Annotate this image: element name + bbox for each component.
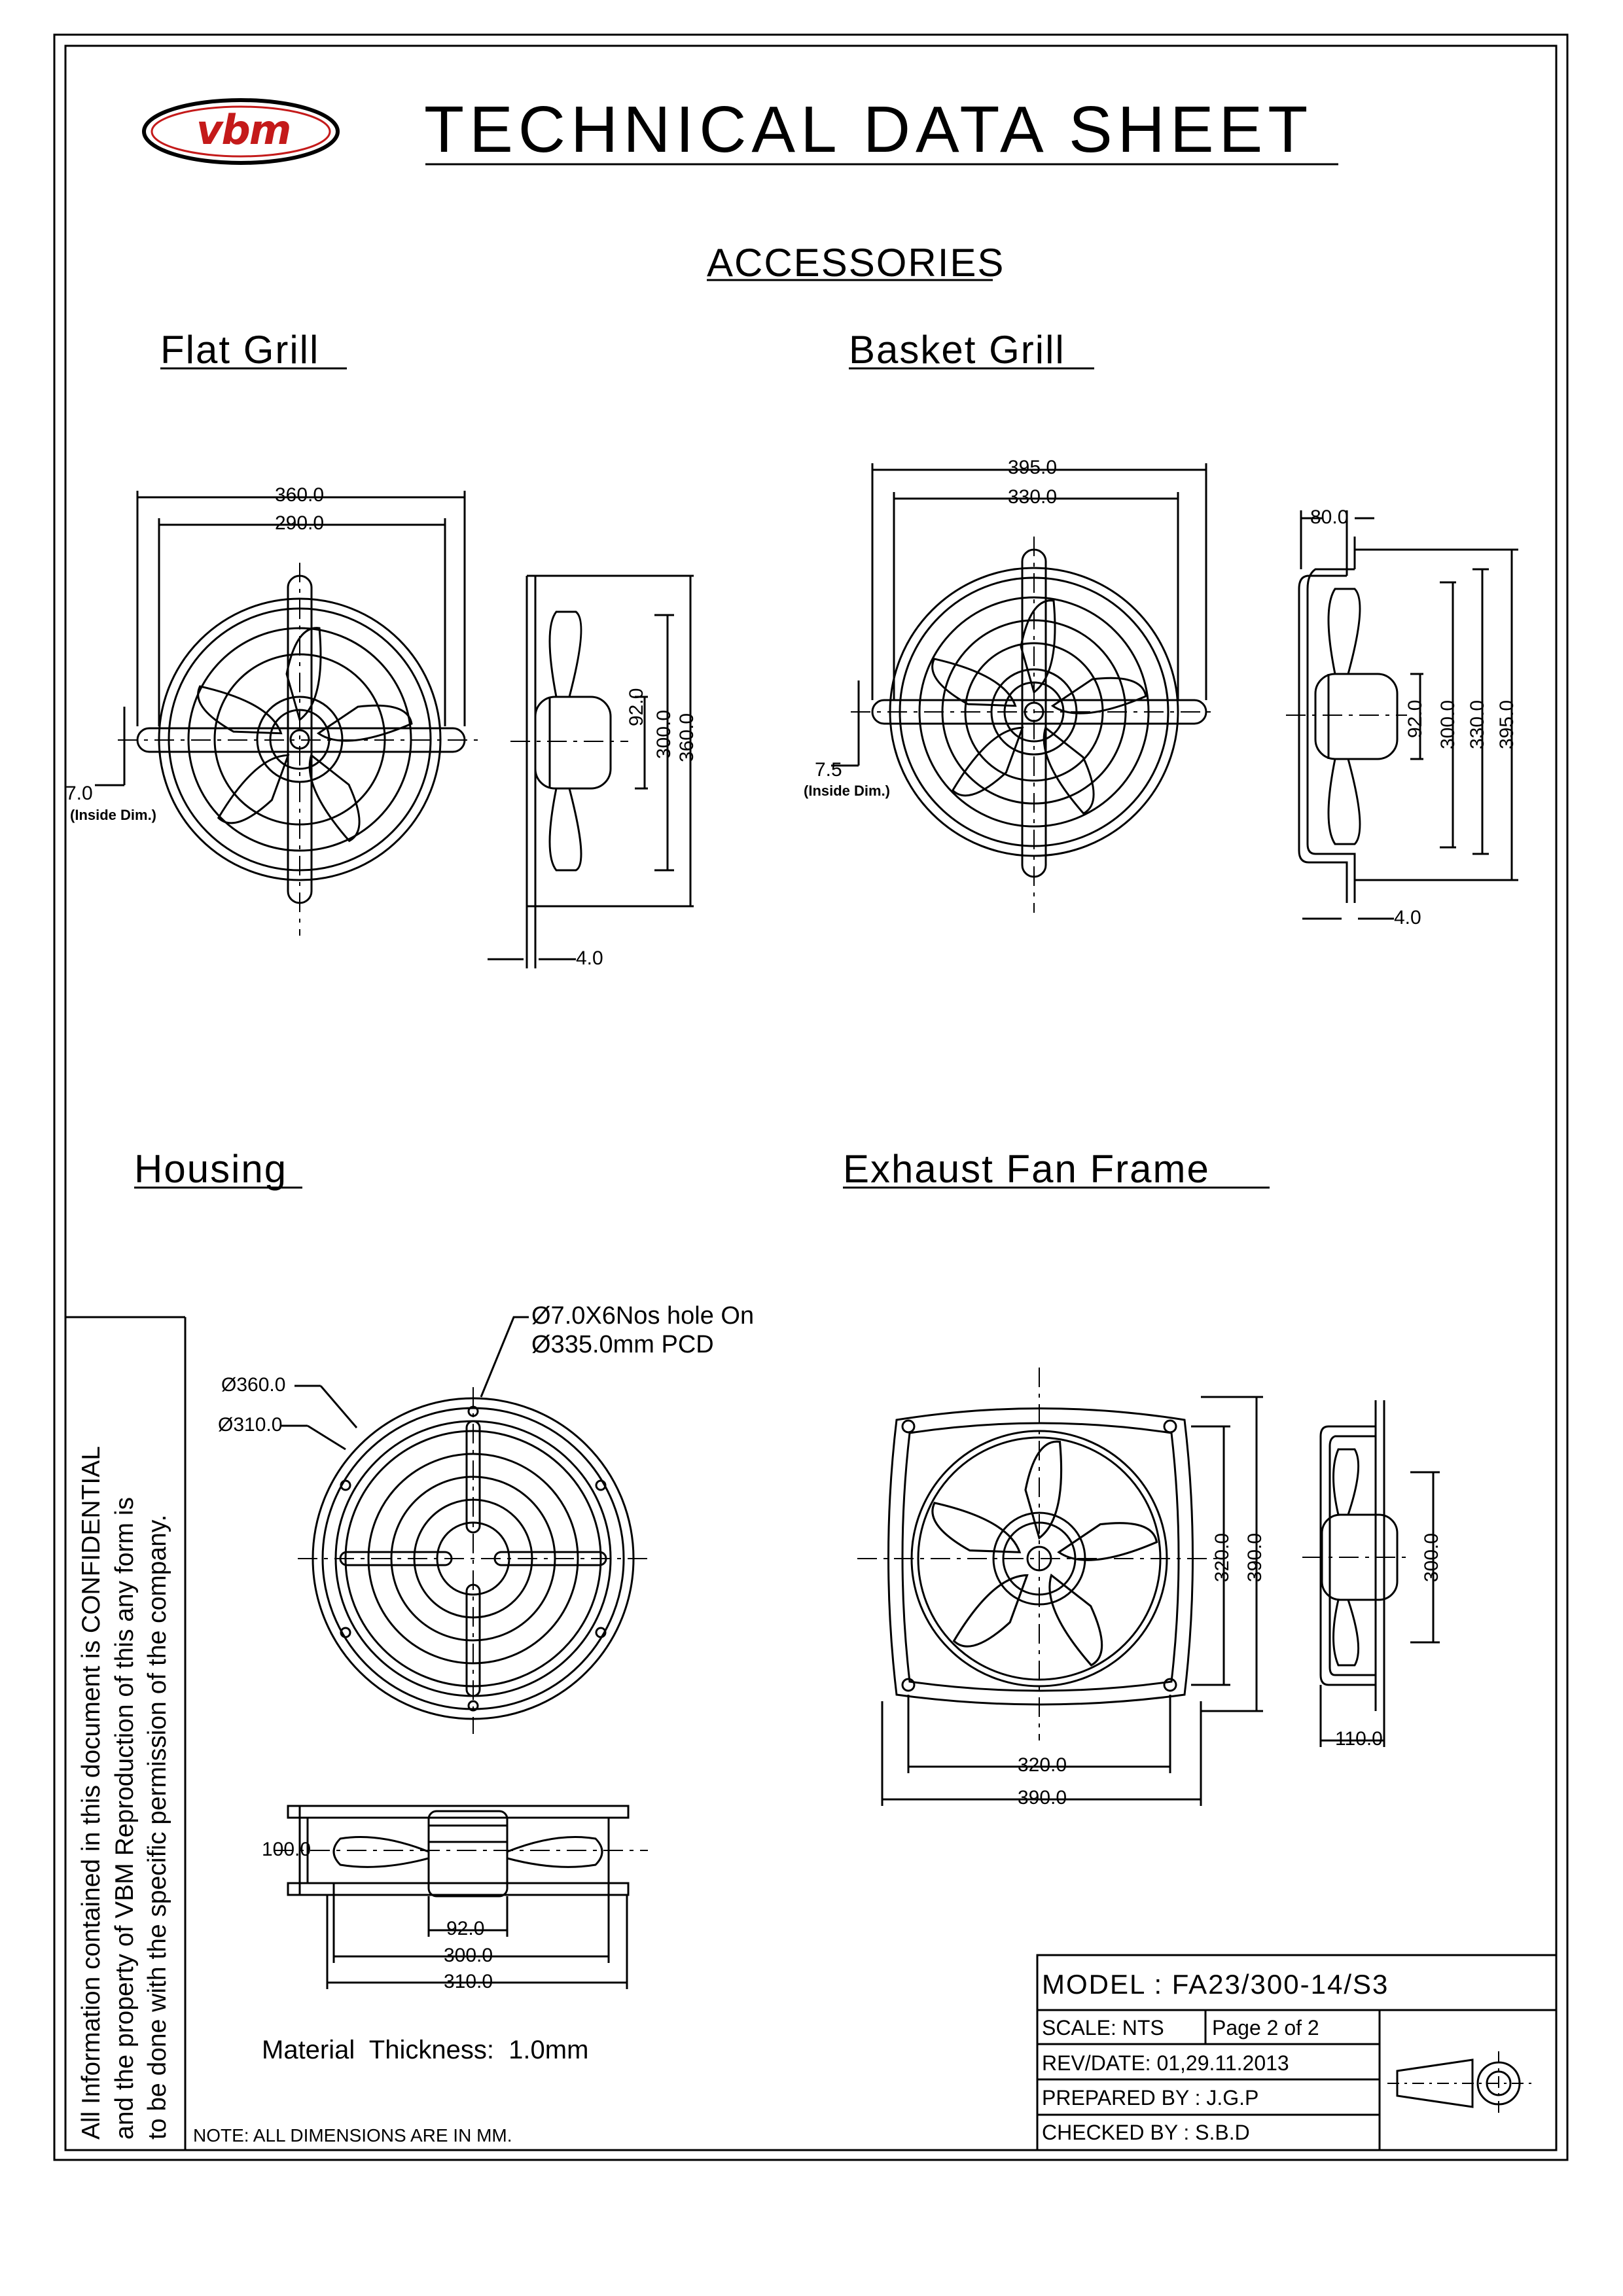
dim-label: 300.0 — [444, 1945, 493, 1966]
logo-oval — [142, 98, 340, 165]
outer-border — [53, 33, 1569, 2161]
page-field: Page 2 of 2 — [1212, 2016, 1319, 2040]
housing-title: Housing — [134, 1147, 288, 1191]
flat-grill-title: Flat Grill — [160, 328, 320, 372]
dim-label: Ø310.0 — [218, 1414, 283, 1436]
dim-label: 4.0 — [1394, 907, 1421, 928]
dim-label: 110.0 — [1335, 1728, 1383, 1750]
exhaust-frame-side-view — [1302, 1400, 1440, 1747]
housing-front-view — [281, 1316, 651, 1734]
material-thickness-note: Material Thickness: 1.0mm — [262, 2036, 589, 2064]
prepared-by-field: PREPARED BY : J.G.P — [1042, 2086, 1259, 2110]
rev-date-field: REV/DATE: 01,29.11.2013 — [1042, 2051, 1289, 2075]
dim-label: 92.0 — [626, 688, 647, 726]
dim-label: 300.0 — [653, 709, 675, 759]
brand-logo: vbm — [196, 106, 291, 154]
dim-note: (Inside Dim.) — [804, 783, 891, 799]
confidential-line: and the property of VBM Reproduction of … — [110, 1497, 139, 2140]
dim-label: 4.0 — [576, 947, 603, 969]
flat-grill-front-view — [95, 491, 484, 936]
basket-grill-side-view — [1286, 510, 1518, 920]
dim-note: (Inside Dim.) — [70, 807, 157, 823]
page-title: TECHNICAL DATA SHEET — [424, 93, 1313, 166]
dim-label: 330.0 — [1008, 486, 1058, 508]
dim-label: 390.0 — [1244, 1532, 1266, 1582]
projection-symbol-icon — [1387, 2051, 1535, 2115]
dim-label: 300.0 — [1421, 1532, 1442, 1582]
dim-label: 320.0 — [1211, 1532, 1233, 1582]
confidential-line: to be done with the specific permission … — [143, 1514, 172, 2140]
dim-label: 360.0 — [275, 484, 325, 506]
basket-grill-front-view — [831, 463, 1217, 913]
dim-label: 320.0 — [1018, 1754, 1067, 1776]
exhaust-frame-front-view — [857, 1368, 1263, 1806]
dim-label: 360.0 — [676, 713, 698, 762]
dim-label: 92.0 — [1404, 699, 1426, 738]
model-field: MODEL : FA23/300-14/S3 — [1042, 1969, 1389, 2000]
dim-label: 80.0 — [1310, 506, 1349, 528]
dimensions-note: NOTE: ALL DIMENSIONS ARE IN MM. — [193, 2125, 512, 2146]
hole-note-line-2: Ø335.0mm PCD — [531, 1331, 714, 1358]
dim-label: 7.5 — [815, 759, 842, 781]
accessories-heading: ACCESSORIES — [707, 241, 1005, 285]
housing-side-view — [274, 1805, 648, 1989]
dim-label: 92.0 — [446, 1918, 485, 1939]
dim-label: 395.0 — [1496, 699, 1518, 749]
checked-by-field: CHECKED BY : S.B.D — [1042, 2121, 1250, 2144]
dim-label: 100.0 — [262, 1839, 312, 1860]
flat-grill-side-view — [488, 574, 694, 968]
hole-note-line-1: Ø7.0X6Nos hole On — [531, 1302, 755, 1330]
dim-label: 390.0 — [1018, 1787, 1067, 1809]
dim-label: 290.0 — [275, 512, 325, 534]
title-block-lines — [185, 1954, 1558, 2151]
dim-label: 300.0 — [1437, 699, 1459, 749]
dim-label: 310.0 — [444, 1971, 493, 1992]
dim-label: Ø360.0 — [221, 1374, 286, 1396]
basket-grill-title: Basket Grill — [849, 328, 1065, 372]
exhaust-frame-title: Exhaust Fan Frame — [843, 1147, 1210, 1191]
confidential-notice: All Information contained in this docume… — [75, 1328, 175, 2140]
scale-field: SCALE: NTS — [1042, 2016, 1164, 2040]
dim-label: 395.0 — [1008, 457, 1058, 478]
dim-label: 330.0 — [1467, 699, 1488, 749]
confidential-line: All Information contained in this docume… — [77, 1446, 105, 2140]
dim-label: 7.0 — [65, 783, 93, 804]
